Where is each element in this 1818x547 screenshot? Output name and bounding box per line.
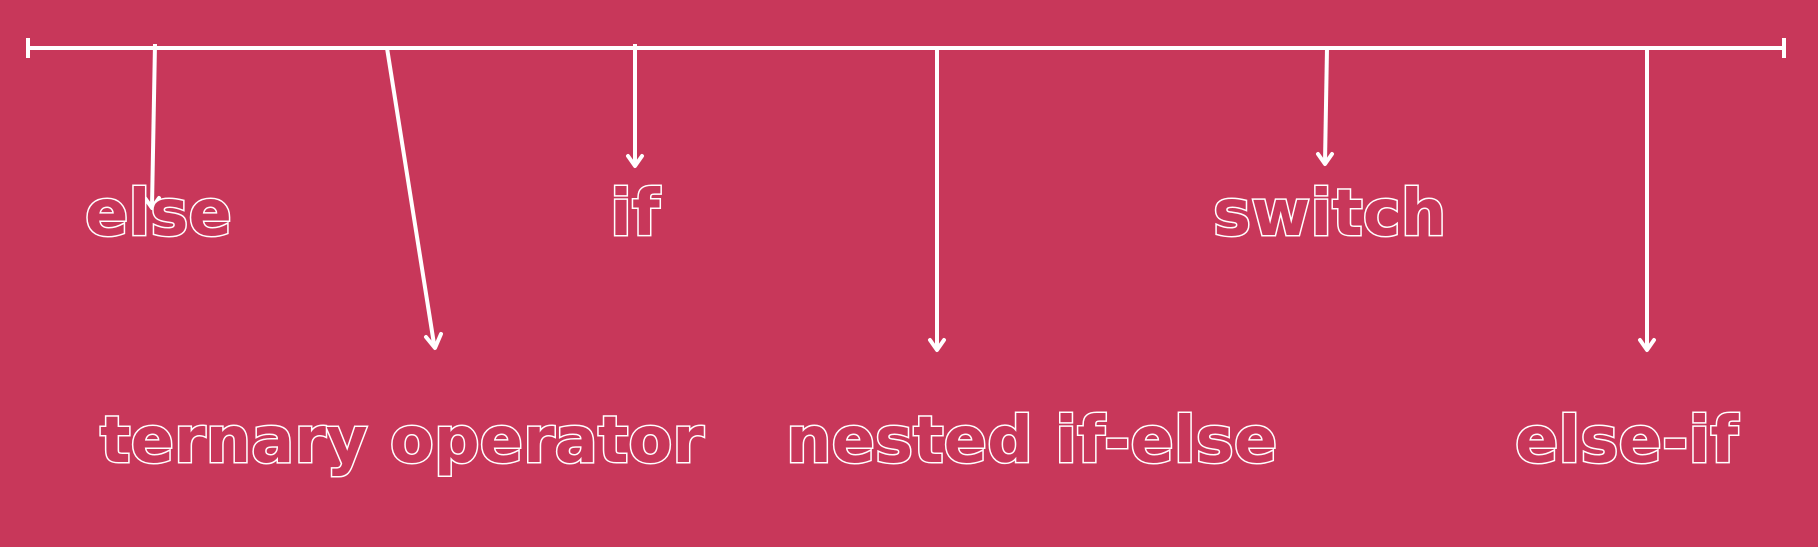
arrow-else-if xyxy=(1638,48,1656,352)
label-else: else xyxy=(85,177,232,251)
arrow-ternary xyxy=(385,47,443,350)
label-if: if xyxy=(610,177,661,251)
label-else-if: else-if xyxy=(1515,404,1739,478)
arrow-if xyxy=(626,44,644,168)
arrow-else xyxy=(143,43,161,210)
label-nested-if-else: nested if-else xyxy=(786,404,1277,478)
label-switch: switch xyxy=(1213,177,1446,251)
arrow-switch xyxy=(1316,47,1334,166)
arrow-nested xyxy=(928,48,946,352)
label-ternary-operator: ternary operator xyxy=(100,404,704,478)
